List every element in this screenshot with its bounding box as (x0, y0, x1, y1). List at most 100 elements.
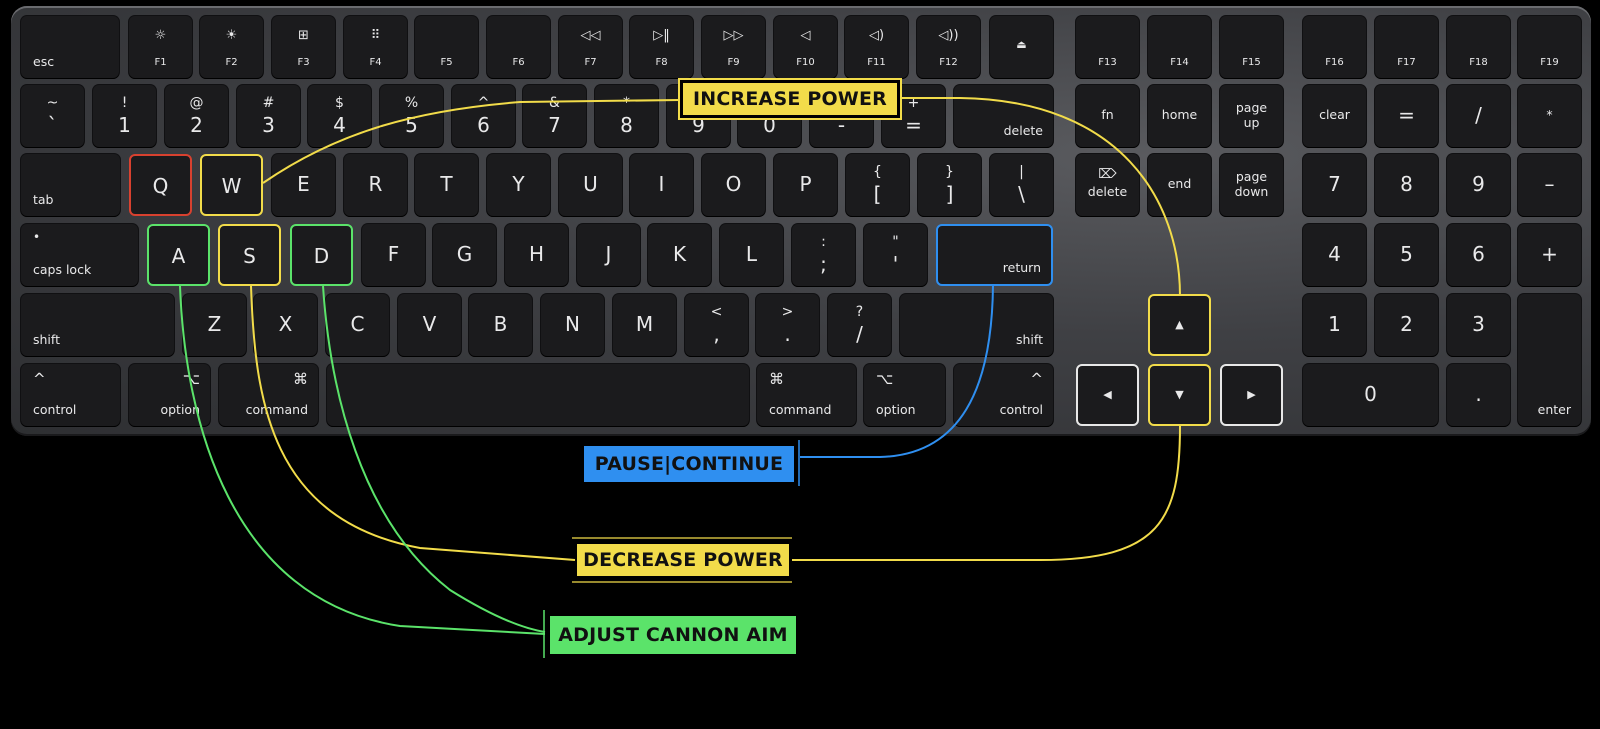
return-key[interactable]: return (936, 224, 1053, 286)
t-key[interactable]: T (415, 154, 478, 216)
f-key[interactable]: F (362, 224, 425, 286)
f6-key[interactable]: F6 (487, 16, 550, 78)
np7-key[interactable]: 7 (1303, 154, 1366, 216)
np-equal-key[interactable]: = (1375, 85, 1438, 147)
d-key[interactable]: D (290, 224, 353, 286)
delete-key[interactable]: delete (954, 85, 1053, 147)
f10-key[interactable]: ◁F10 (774, 16, 837, 78)
f12-key[interactable]: ◁))F12 (917, 16, 980, 78)
clear-key[interactable]: clear (1303, 85, 1366, 147)
arrow-down-key[interactable]: ▼ (1148, 364, 1211, 426)
n4-key[interactable]: $4 (308, 85, 371, 147)
z-key[interactable]: Z (183, 294, 246, 356)
np2-key[interactable]: 2 (1375, 294, 1438, 356)
f4-key[interactable]: ⠿F4 (344, 16, 407, 78)
period-key[interactable]: >. (756, 294, 819, 356)
np8-key[interactable]: 8 (1375, 154, 1438, 216)
f18-key[interactable]: F18 (1447, 16, 1510, 78)
np-dot-key[interactable]: . (1447, 364, 1510, 426)
f17-key[interactable]: F17 (1375, 16, 1438, 78)
slash-key[interactable]: ?/ (828, 294, 891, 356)
f5-key[interactable]: F5 (415, 16, 478, 78)
page-down-key[interactable]: page down (1220, 154, 1283, 216)
e-key[interactable]: E (272, 154, 335, 216)
np1-key[interactable]: 1 (1303, 294, 1366, 356)
k-key[interactable]: K (648, 224, 711, 286)
backslash-key[interactable]: |\ (990, 154, 1053, 216)
np-star-key[interactable]: * (1518, 85, 1581, 147)
np-plus-key[interactable]: + (1518, 224, 1581, 286)
backtick-key[interactable]: ~` (21, 85, 84, 147)
f13-key[interactable]: F13 (1076, 16, 1139, 78)
b-key[interactable]: B (469, 294, 532, 356)
np-slash-key[interactable]: / (1447, 85, 1510, 147)
n-key[interactable]: N (541, 294, 604, 356)
esc-key[interactable]: esc (21, 16, 119, 78)
np-minus-key[interactable]: – (1518, 154, 1581, 216)
v-key[interactable]: V (398, 294, 461, 356)
page-up-key[interactable]: page up (1220, 85, 1283, 147)
w-key[interactable]: W (200, 154, 263, 216)
m-key[interactable]: M (613, 294, 676, 356)
y-key[interactable]: Y (487, 154, 550, 216)
q-key[interactable]: Q (129, 154, 192, 216)
g-key[interactable]: G (433, 224, 496, 286)
space-bar[interactable] (327, 364, 749, 426)
f7-key[interactable]: ◁◁F7 (559, 16, 622, 78)
n1-key[interactable]: !1 (93, 85, 156, 147)
x-key[interactable]: X (254, 294, 317, 356)
np0-key[interactable]: 0 (1303, 364, 1438, 426)
semicolon-key[interactable]: :; (792, 224, 855, 286)
f2-key[interactable]: ☀F2 (200, 16, 263, 78)
quote-key[interactable]: "' (864, 224, 927, 286)
right-command-key[interactable]: ⌘command (757, 364, 856, 426)
arrow-left-key[interactable]: ◀ (1076, 364, 1139, 426)
left-option-key[interactable]: ⌥option (129, 364, 210, 426)
np9-key[interactable]: 9 (1447, 154, 1510, 216)
o-key[interactable]: O (702, 154, 765, 216)
np3-key[interactable]: 3 (1447, 294, 1510, 356)
n3-key[interactable]: #3 (237, 85, 300, 147)
f19-key[interactable]: F19 (1518, 16, 1581, 78)
c-key[interactable]: C (326, 294, 389, 356)
i-key[interactable]: I (630, 154, 693, 216)
n7-key[interactable]: &7 (523, 85, 586, 147)
f16-key[interactable]: F16 (1303, 16, 1366, 78)
s-key[interactable]: S (218, 224, 281, 286)
f1-key[interactable]: ☼F1 (129, 16, 192, 78)
eject-key[interactable]: ⏏ (990, 16, 1053, 78)
f14-key[interactable]: F14 (1148, 16, 1211, 78)
l-key[interactable]: L (720, 224, 783, 286)
comma-key[interactable]: <, (685, 294, 748, 356)
a-key[interactable]: A (147, 224, 210, 286)
right-control-key[interactable]: ^control (954, 364, 1053, 426)
p-key[interactable]: P (774, 154, 837, 216)
left-shift-key[interactable]: shift (21, 294, 174, 356)
np4-key[interactable]: 4 (1303, 224, 1366, 286)
home-key[interactable]: home (1148, 85, 1211, 147)
arrow-right-key[interactable]: ▶ (1220, 364, 1283, 426)
r-key[interactable]: R (344, 154, 407, 216)
lbracket-key[interactable]: {[ (846, 154, 909, 216)
n6-key[interactable]: ^6 (452, 85, 515, 147)
end-key[interactable]: end (1148, 154, 1211, 216)
n2-key[interactable]: @2 (165, 85, 228, 147)
n5-key[interactable]: %5 (380, 85, 443, 147)
left-control-key[interactable]: ^control (21, 364, 120, 426)
fn-key[interactable]: fn (1076, 85, 1139, 147)
right-option-key[interactable]: ⌥option (864, 364, 945, 426)
j-key[interactable]: J (577, 224, 640, 286)
f15-key[interactable]: F15 (1220, 16, 1283, 78)
forward-delete-key[interactable]: ⌦delete (1076, 154, 1139, 216)
np6-key[interactable]: 6 (1447, 224, 1510, 286)
u-key[interactable]: U (559, 154, 622, 216)
np5-key[interactable]: 5 (1375, 224, 1438, 286)
right-shift-key[interactable]: shift (900, 294, 1053, 356)
n8-key[interactable]: *8 (595, 85, 658, 147)
f3-key[interactable]: ⊞F3 (272, 16, 335, 78)
f8-key[interactable]: ▷‖F8 (630, 16, 693, 78)
rbracket-key[interactable]: }] (918, 154, 981, 216)
h-key[interactable]: H (505, 224, 568, 286)
f11-key[interactable]: ◁)F11 (845, 16, 908, 78)
caps-lock-key[interactable]: •caps lock (21, 224, 138, 286)
